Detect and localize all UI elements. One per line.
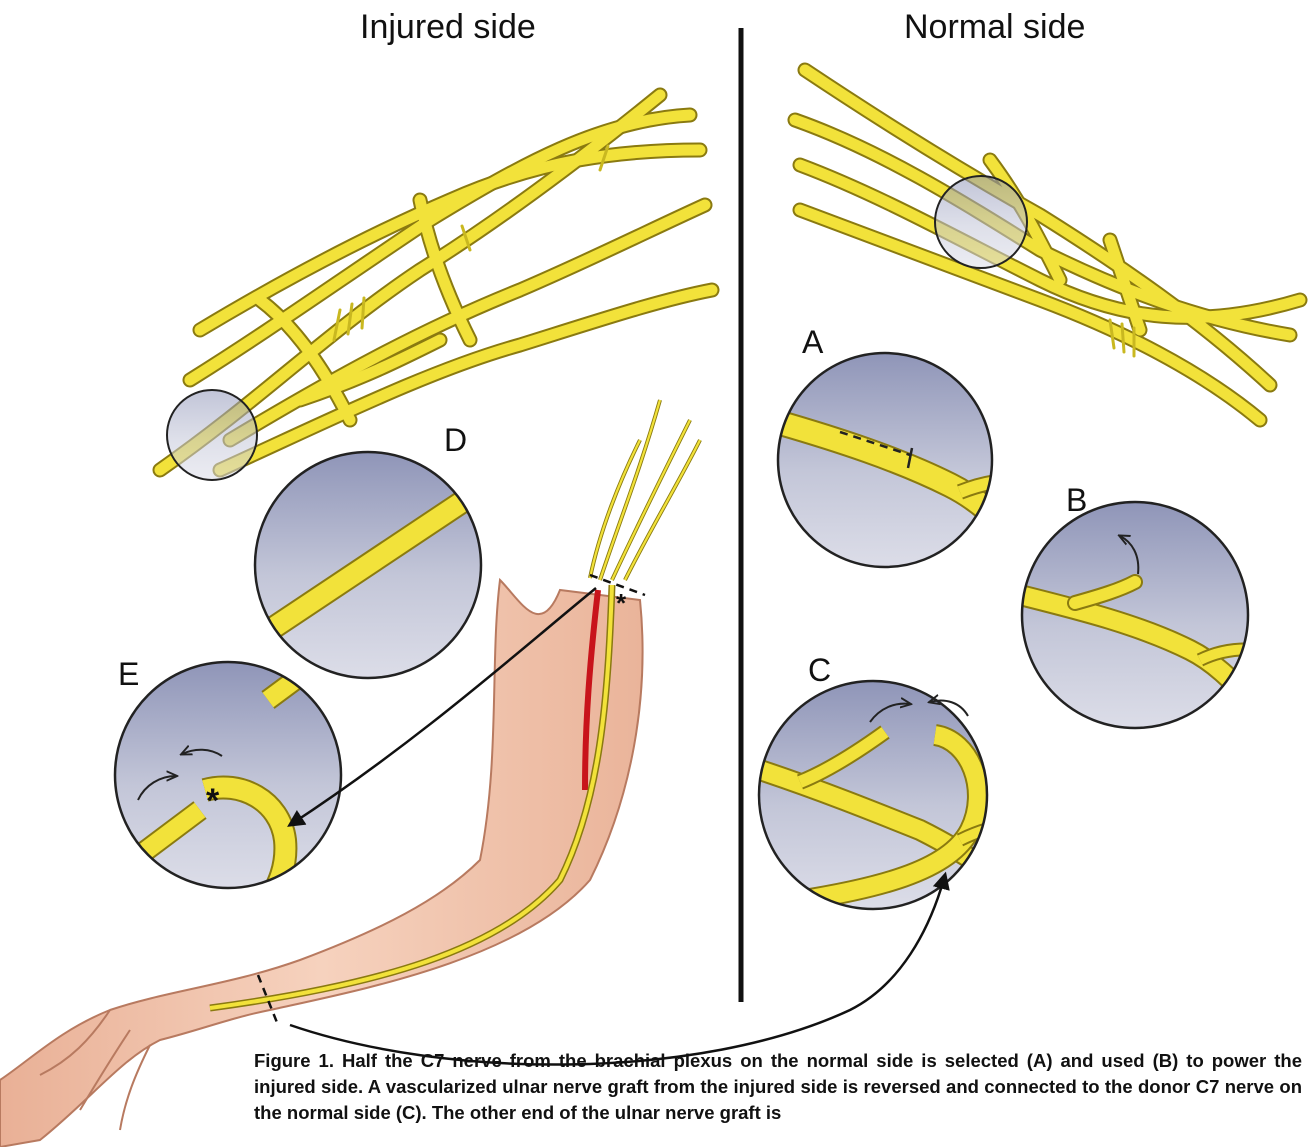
panel-b-circle bbox=[1020, 502, 1260, 728]
panel-c-circle bbox=[759, 681, 1010, 909]
arm-asterisk: * bbox=[616, 588, 627, 618]
panel-label-a: A bbox=[802, 324, 823, 361]
panel-e-circle: * bbox=[115, 662, 341, 910]
panel-a-circle bbox=[770, 353, 1030, 567]
panel-e-asterisk: * bbox=[206, 782, 220, 820]
panel-label-b: B bbox=[1066, 482, 1087, 519]
arm-top-plexus bbox=[590, 400, 700, 580]
panel-label-d: D bbox=[444, 422, 467, 459]
injured-side-heading: Injured side bbox=[360, 8, 536, 47]
normal-side-heading: Normal side bbox=[904, 8, 1085, 47]
figure-caption: Figure 1. Half the C7 nerve from the bra… bbox=[254, 1048, 1302, 1126]
normal-plexus-magnifier bbox=[935, 176, 1027, 268]
panel-label-e: E bbox=[118, 656, 139, 693]
panel-label-c: C bbox=[808, 652, 831, 689]
panel-d-circle bbox=[240, 452, 481, 678]
injured-plexus-magnifier bbox=[167, 390, 257, 480]
